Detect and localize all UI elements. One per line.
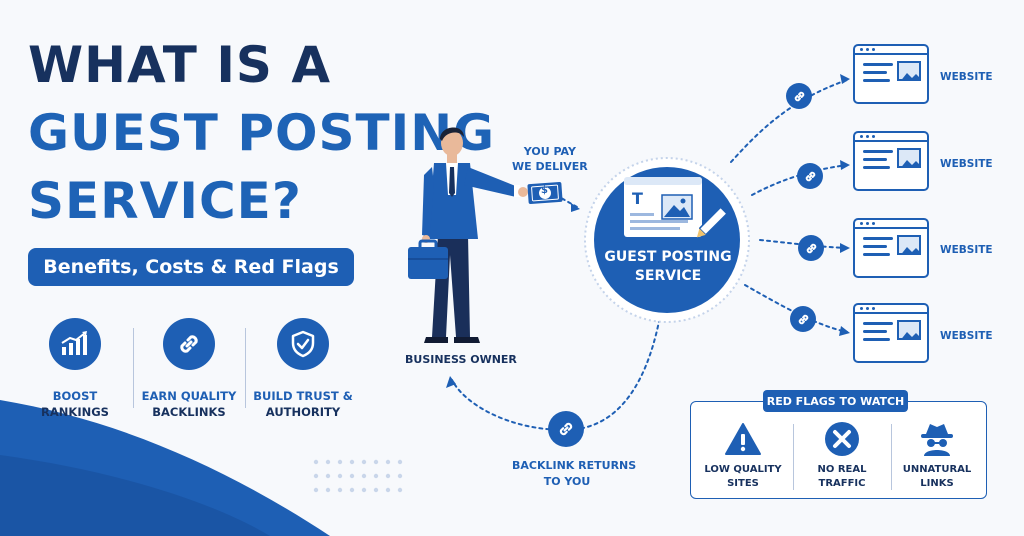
benefit-boost-rankings: BOOST RANKINGS [20,318,130,420]
flag-label-2: TRAFFIC [818,478,866,489]
title-line-1: WHAT IS A [28,36,332,94]
backlink-return-link-icon [548,411,584,447]
website-label: WEBSITE [940,244,993,256]
flag-low-quality: LOW QUALITY SITES [698,420,788,491]
divider [891,424,892,490]
backlink-line-2: TO YOU [543,475,591,488]
flag-label-2: SITES [727,478,759,489]
image-icon [897,148,921,168]
divider [245,328,246,408]
image-icon [897,235,921,255]
benefit-label-2: AUTHORITY [265,405,341,419]
benefit-label-2: BACKLINKS [152,405,226,419]
flag-label-2: LINKS [920,478,954,489]
backlink-line-1: BACKLINK RETURNS [512,459,637,472]
benefit-label-1: EARN QUALITY [141,389,237,403]
rising-chart-icon [49,318,101,370]
title-line-2: GUEST POSTING [28,104,496,162]
flag-label-1: LOW QUALITY [704,464,782,475]
center-title-line-2: SERVICE [634,268,702,284]
benefit-earn-backlinks: EARN QUALITY BACKLINKS [134,318,244,420]
link-icon [786,83,812,109]
warning-icon [724,420,762,458]
red-flags-header: RED FLAGS TO WATCH [763,390,908,412]
payment-label: YOU PAY WE DELIVER [512,144,588,174]
document-letter: T [632,189,643,208]
benefit-build-trust: BUILD TRUST & AUTHORITY [248,318,358,420]
website-label: WEBSITE [940,330,993,342]
image-icon [897,61,921,81]
backlink-return-label: BACKLINK RETURNS TO YOU [512,458,637,490]
flag-label-1: NO REAL [817,464,867,475]
shield-check-icon [277,318,329,370]
benefit-label-1: BOOST [52,389,98,403]
business-owner-illustration [408,127,528,343]
flag-label-1: UNNATURAL [902,464,972,475]
center-title-line-1: GUEST POSTING [604,249,732,265]
website-label: WEBSITE [940,71,993,83]
guest-posting-service-circle [584,157,750,323]
center-title: GUEST POSTING SERVICE [603,248,733,286]
benefit-label-1: BUILD TRUST & [253,389,353,403]
flag-unnatural-links: UNNATURAL LINKS [892,420,982,491]
divider [793,424,794,490]
money-bill-icon [527,181,563,205]
spy-icon [918,420,956,458]
payment-line-2: WE DELIVER [512,160,588,173]
website-card [853,44,929,104]
subtitle-pill: Benefits, Costs & Red Flags [28,248,354,286]
website-card [853,131,929,191]
x-circle-icon [823,420,861,458]
money-symbol: $ [541,185,548,196]
website-label: WEBSITE [940,158,993,170]
divider [133,328,134,408]
business-owner-label: BUSINESS OWNER [405,353,517,366]
website-card [853,303,929,363]
link-icon [798,235,824,261]
flag-no-real-traffic: NO REAL TRAFFIC [797,420,887,491]
benefit-label-2: RANKINGS [41,405,109,419]
link-icon [797,163,823,189]
title-line-3: SERVICE? [28,172,302,230]
payment-line-1: YOU PAY [523,145,576,158]
link-icon [790,306,816,332]
website-card [853,218,929,278]
image-icon [897,320,921,340]
link-icon [163,318,215,370]
